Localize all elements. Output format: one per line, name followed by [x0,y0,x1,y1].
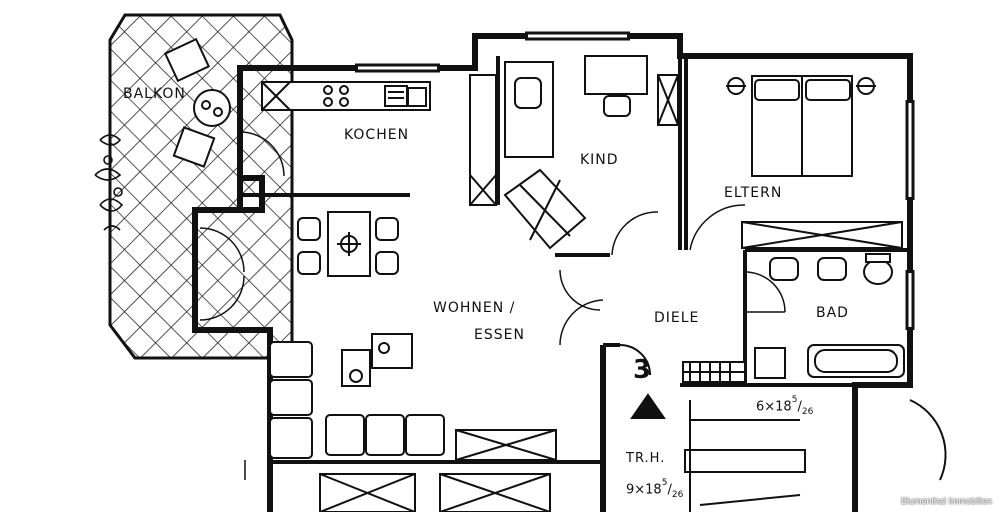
diele-doors [559,269,604,346]
stair-dim-lower: 9×185/26 [626,478,684,500]
balcony [94,13,294,360]
windows [355,31,915,330]
stair-dim-lower-sub: 26 [671,489,684,500]
patio-door [199,227,245,321]
room-label-kochen: KOCHEN [344,127,410,143]
stair-dim-upper: 6×185/26 [756,395,814,417]
stairwell [619,344,947,512]
room-label-eltern: ELTERN [724,185,783,201]
room-label-balkon: BALKON [123,86,186,102]
room-label-kind: KIND [580,152,619,168]
room-label-essen: ESSEN [474,327,525,343]
balcony-table-icon [163,37,231,168]
stair-dim-upper-sub: 26 [801,406,814,417]
stair-trh-label: TR.H. [626,451,666,466]
bad-door [744,271,786,313]
room-label-bad: BAD [816,305,849,321]
dining-table [297,211,399,277]
stair-dim-lower-sup: 5 [661,478,668,488]
bed [726,75,903,249]
stair-number: 3 [633,355,653,385]
kitchen-counter [261,74,497,206]
kind-furniture [503,55,679,250]
kitchen-door [239,131,285,177]
watermark: Blumenthal Immobilien [900,496,992,506]
room-label-wohnen: WOHNEN / [433,300,516,316]
bathroom-fixtures [754,253,905,379]
closet [682,361,746,383]
plant-icon [94,134,124,231]
stair-dim-upper-sup: 5 [791,395,798,405]
stair-dim-upper-main: 6×18 [756,399,792,415]
room-label-diele: DIELE [654,310,700,326]
kind-door [611,211,659,256]
eltern-door [689,204,746,251]
sofa [269,333,557,461]
stair-dim-lower-main: 9×18 [626,482,662,498]
sideboard [319,473,551,512]
